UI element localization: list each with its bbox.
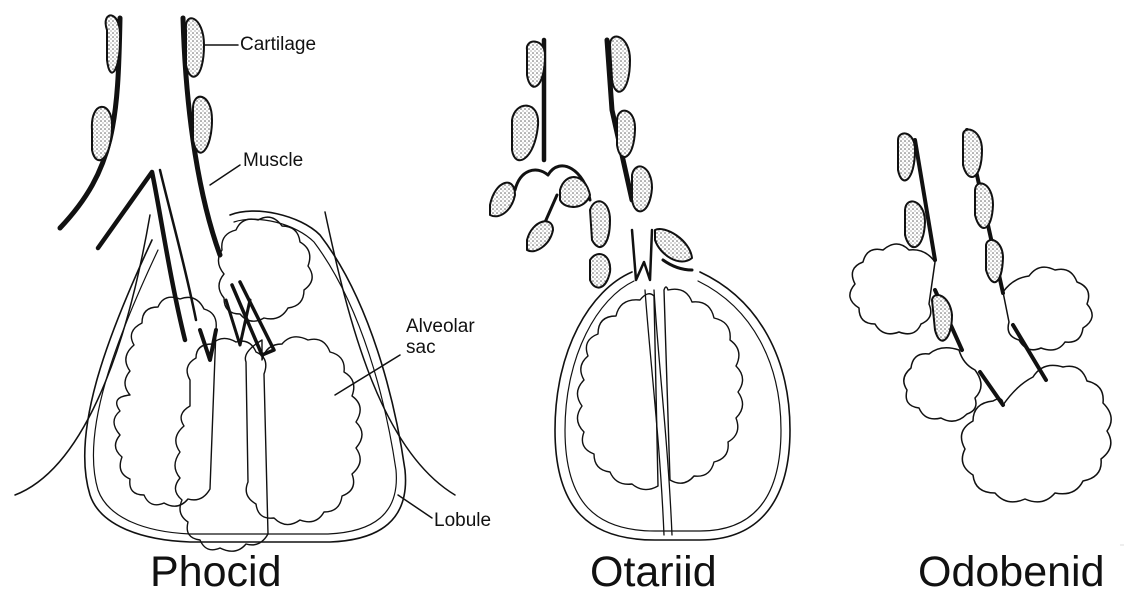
otariid-lung-drawing	[490, 37, 790, 540]
odobenid-lung-drawing	[850, 130, 1111, 502]
label-cartilage: Cartilage	[240, 34, 316, 55]
label-alveolar: Alveolar	[406, 316, 475, 337]
caption-odobenid: Odobenid	[918, 548, 1105, 596]
label-sac: sac	[406, 337, 436, 358]
label-muscle: Muscle	[243, 150, 303, 171]
caption-phocid: Phocid	[150, 548, 281, 596]
phocid-lung-drawing	[15, 15, 455, 551]
label-lobule: Lobule	[434, 510, 491, 531]
caption-otariid: Otariid	[590, 548, 717, 596]
